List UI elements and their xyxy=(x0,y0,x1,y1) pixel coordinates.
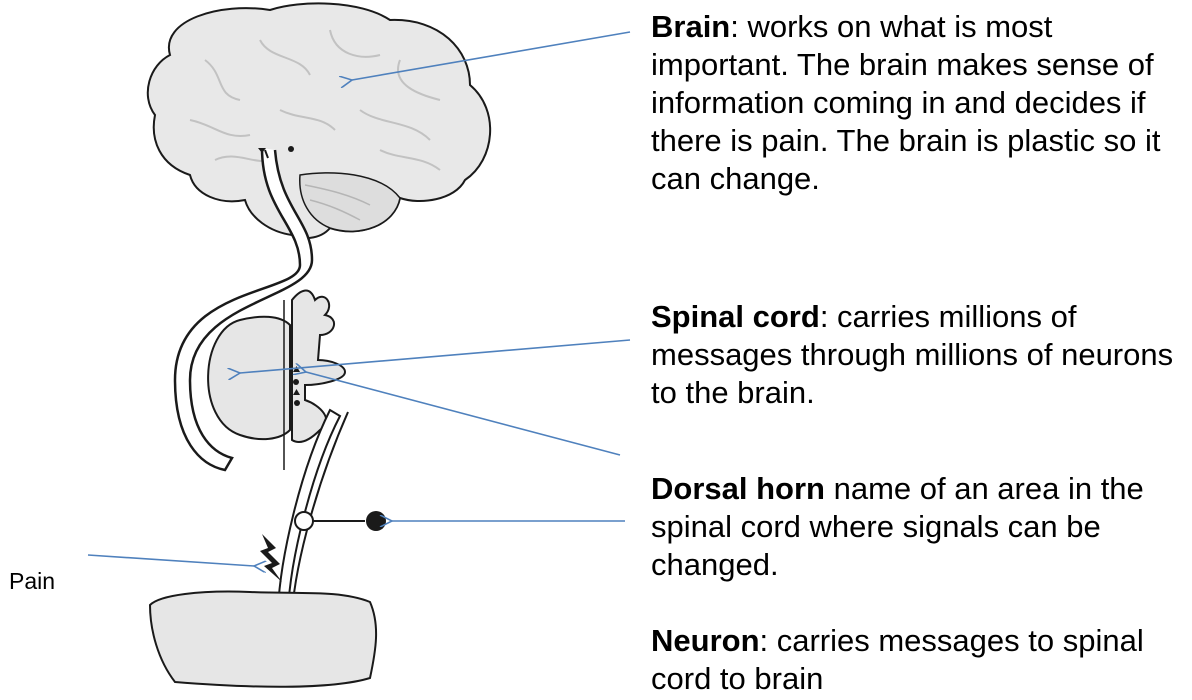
pain-label: Pain xyxy=(9,568,55,595)
brain-description: Brain: works on what is most important. … xyxy=(651,8,1191,198)
neuron-description: Neuron: carries messages to spinal cord … xyxy=(651,622,1191,698)
pain-arrow xyxy=(88,555,254,566)
spinal-cord-description: Spinal cord: carries millions of message… xyxy=(651,298,1191,412)
dorsal-horn-term: Dorsal horn xyxy=(651,471,825,506)
brain-term: Brain xyxy=(651,9,730,44)
pain-lightning-icon xyxy=(260,534,282,582)
skin-tissue xyxy=(150,592,376,687)
neuron-symbol xyxy=(295,511,386,531)
dorsal-horn-arrow xyxy=(306,372,620,455)
dorsal-horn-description: Dorsal horn name of an area in the spina… xyxy=(651,470,1191,584)
spinal-cord-term: Spinal cord xyxy=(651,299,820,334)
neuron-term: Neuron xyxy=(651,623,760,658)
brain-illustration xyxy=(148,3,490,238)
